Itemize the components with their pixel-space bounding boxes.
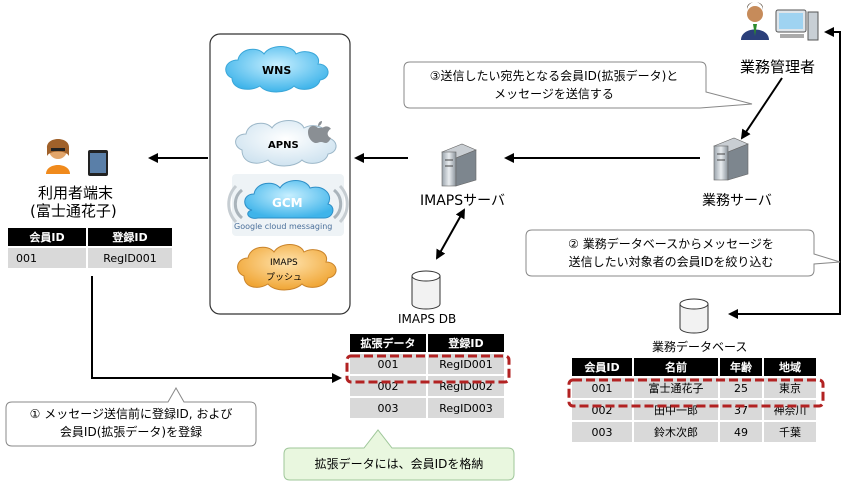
table-row: 003 鈴木次郎 49 千葉 <box>572 422 816 442</box>
business-db-label: 業務データベース <box>652 340 748 354</box>
table-cell: 49 <box>720 422 762 442</box>
table-cell: 37 <box>720 400 762 420</box>
apns-label: APNS <box>268 140 299 151</box>
imaps-table-header: 拡張データ <box>350 334 426 352</box>
user-avatar-icon <box>46 139 70 174</box>
imaps-push-label-2: プッシュ <box>266 273 303 283</box>
table-cell: RegID001 <box>88 248 172 268</box>
user-table: 会員ID 登録ID 001 RegID001 <box>6 226 174 270</box>
arrow-manager-businessdb <box>728 27 841 319</box>
callout-step1-line2: 会員ID(拡張データ)を登録 <box>59 425 203 439</box>
wns-label: WNS <box>262 64 292 77</box>
imaps-push-label-1: IMAPS <box>270 258 298 268</box>
imaps-server-icon <box>441 143 477 187</box>
business-table-header: 会員ID <box>572 358 632 376</box>
table-cell: RegID003 <box>428 398 504 418</box>
table-cell: 002 <box>572 400 632 420</box>
table-cell: RegID002 <box>428 376 504 396</box>
table-cell: 001 <box>8 248 86 268</box>
table-cell: 001 <box>572 378 632 398</box>
callout-step1-bubble <box>5 386 257 447</box>
table-cell: 25 <box>720 378 762 398</box>
imaps-db-icon <box>411 270 441 310</box>
imaps-db-label: IMAPS DB <box>398 312 457 326</box>
business-server-label: 業務サーバ <box>702 193 772 209</box>
imaps-server-label: IMAPSサーバ <box>420 193 505 209</box>
user-table-header: 会員ID <box>8 228 86 246</box>
table-cell: 東京 <box>764 378 816 398</box>
arrow-manager-to-business <box>740 77 783 140</box>
table-cell: 鈴木次郎 <box>634 422 718 442</box>
callout-step3-line1: ③送信したい宛先となる会員ID(拡張データ)と <box>429 69 679 83</box>
business-server-icon <box>713 137 749 181</box>
manager-label: 業務管理者 <box>740 58 816 76</box>
callout-step2-bubble <box>525 229 841 277</box>
note-text: 拡張データには、会員IDを格納 <box>314 457 484 471</box>
user-terminal-name: (富士通花子) <box>30 202 117 220</box>
table-cell: 神奈川 <box>764 400 816 420</box>
tablet-icon <box>88 150 108 176</box>
imaps-push-cloud <box>237 244 337 291</box>
business-db-icon <box>679 298 709 334</box>
manager-icon <box>741 2 819 41</box>
callout-step3-bubble <box>403 61 753 109</box>
table-row: 003 RegID003 <box>350 398 504 418</box>
table-cell: 002 <box>350 376 426 396</box>
table-cell: 田中一郎 <box>634 400 718 420</box>
google-caption: Google cloud messaging <box>234 222 333 231</box>
business-table-header: 名前 <box>634 358 718 376</box>
wns-cloud <box>225 46 329 93</box>
imaps-db-table: 拡張データ 登録ID 001 RegID001 002 RegID002 003… <box>348 332 506 420</box>
business-table-header: 年齢 <box>720 358 762 376</box>
table-row: 001 富士通花子 25 東京 <box>572 378 816 398</box>
table-cell: 003 <box>572 422 632 442</box>
table-row: 001 RegID001 <box>350 354 504 374</box>
gcm-cloud <box>227 174 349 236</box>
user-table-header: 登録ID <box>88 228 172 246</box>
gcm-label: GCM <box>272 196 303 210</box>
callout-step3-line2: メッセージを送信する <box>494 87 614 101</box>
table-cell: 003 <box>350 398 426 418</box>
arrow-register-to-imapsdb <box>91 276 342 383</box>
table-cell: 富士通花子 <box>634 378 718 398</box>
table-row: 002 RegID002 <box>350 376 504 396</box>
table-cell: 001 <box>350 354 426 374</box>
callout-step2-line2: 送信したい対象者の会員IDを絞り込む <box>568 255 774 269</box>
callout-step1-line1: ① メッセージ送信前に登録ID, および <box>29 407 233 421</box>
business-db-table: 会員ID 名前 年齢 地域 001 富士通花子 25 東京 002 田中一郎 3… <box>570 356 818 444</box>
imaps-table-header: 登録ID <box>428 334 504 352</box>
note-bubble <box>283 429 515 481</box>
table-row: 002 田中一郎 37 神奈川 <box>572 400 816 420</box>
arrow-imaps-db <box>436 208 465 260</box>
callout-step2-line1: ② 業務データベースからメッセージを <box>568 237 774 251</box>
apns-cloud <box>235 120 337 167</box>
table-row: 001 RegID001 <box>8 248 172 268</box>
business-table-header: 地域 <box>764 358 816 376</box>
table-cell: 千葉 <box>764 422 816 442</box>
user-terminal-label: 利用者端末 <box>38 184 114 202</box>
table-cell: RegID001 <box>428 354 504 374</box>
